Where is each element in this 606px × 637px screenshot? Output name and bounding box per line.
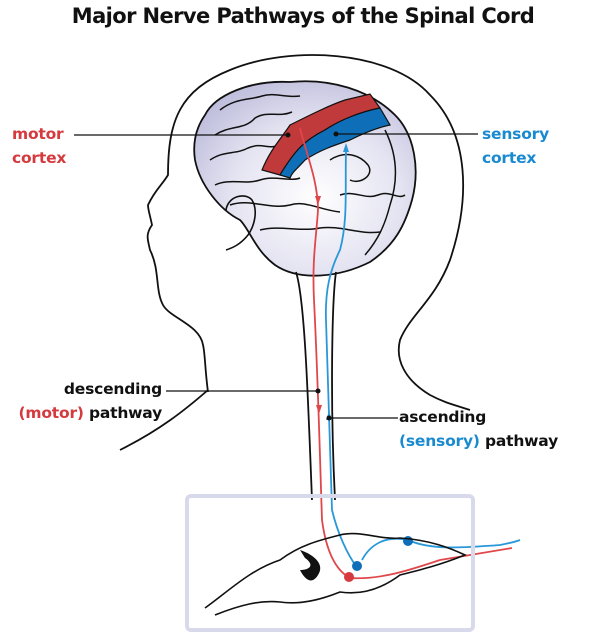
sensory-cortex-line2: cortex bbox=[482, 149, 537, 167]
sensory-ganglion bbox=[403, 536, 413, 546]
ascending-sensory-text: (sensory) bbox=[399, 432, 480, 450]
motor-cortex-line1: motor bbox=[12, 125, 64, 143]
neck-outline bbox=[119, 389, 209, 451]
ascending-line1: ascending bbox=[399, 408, 487, 426]
ear bbox=[225, 195, 257, 251]
descending-line1: descending bbox=[63, 380, 162, 398]
vertebra-outline bbox=[204, 532, 468, 616]
motor-cortex-dot bbox=[285, 132, 291, 138]
sensory-cortex-dot bbox=[333, 131, 339, 137]
motor-cortex-label: motor cortex bbox=[12, 122, 66, 170]
motor-pathway bbox=[299, 127, 513, 580]
descending-motor-text: (motor) bbox=[18, 404, 84, 422]
motor-arrow-brain bbox=[315, 196, 321, 205]
sensory-neuron-body bbox=[352, 561, 362, 571]
descending-dot bbox=[315, 388, 321, 394]
sensory-cortex-label: sensory cortex bbox=[482, 122, 549, 170]
motor-arrow-cord bbox=[316, 405, 322, 414]
ascending-dot bbox=[326, 415, 332, 421]
spinal-cord bbox=[295, 271, 337, 501]
brain bbox=[193, 80, 417, 277]
sensory-cortex-region bbox=[279, 107, 391, 179]
motor-neuron-body bbox=[344, 572, 354, 582]
inset-frame bbox=[185, 494, 475, 632]
motor-cortex-line2: cortex bbox=[12, 149, 67, 167]
ascending-pathway-text: pathway bbox=[484, 432, 558, 450]
ascending-pathway-label: ascending (sensory) pathway bbox=[399, 405, 558, 453]
sensory-cortex-line1: sensory bbox=[482, 125, 549, 143]
descending-pathway-text: pathway bbox=[88, 404, 162, 422]
head-outline bbox=[146, 54, 471, 411]
diagram-title: Major Nerve Pathways of the Spinal Cord bbox=[71, 4, 535, 28]
descending-pathway-label: descending (motor) pathway bbox=[19, 377, 163, 425]
brain-folds bbox=[209, 93, 406, 256]
gray-matter bbox=[300, 550, 321, 581]
sensory-arrow-brain bbox=[343, 143, 349, 152]
